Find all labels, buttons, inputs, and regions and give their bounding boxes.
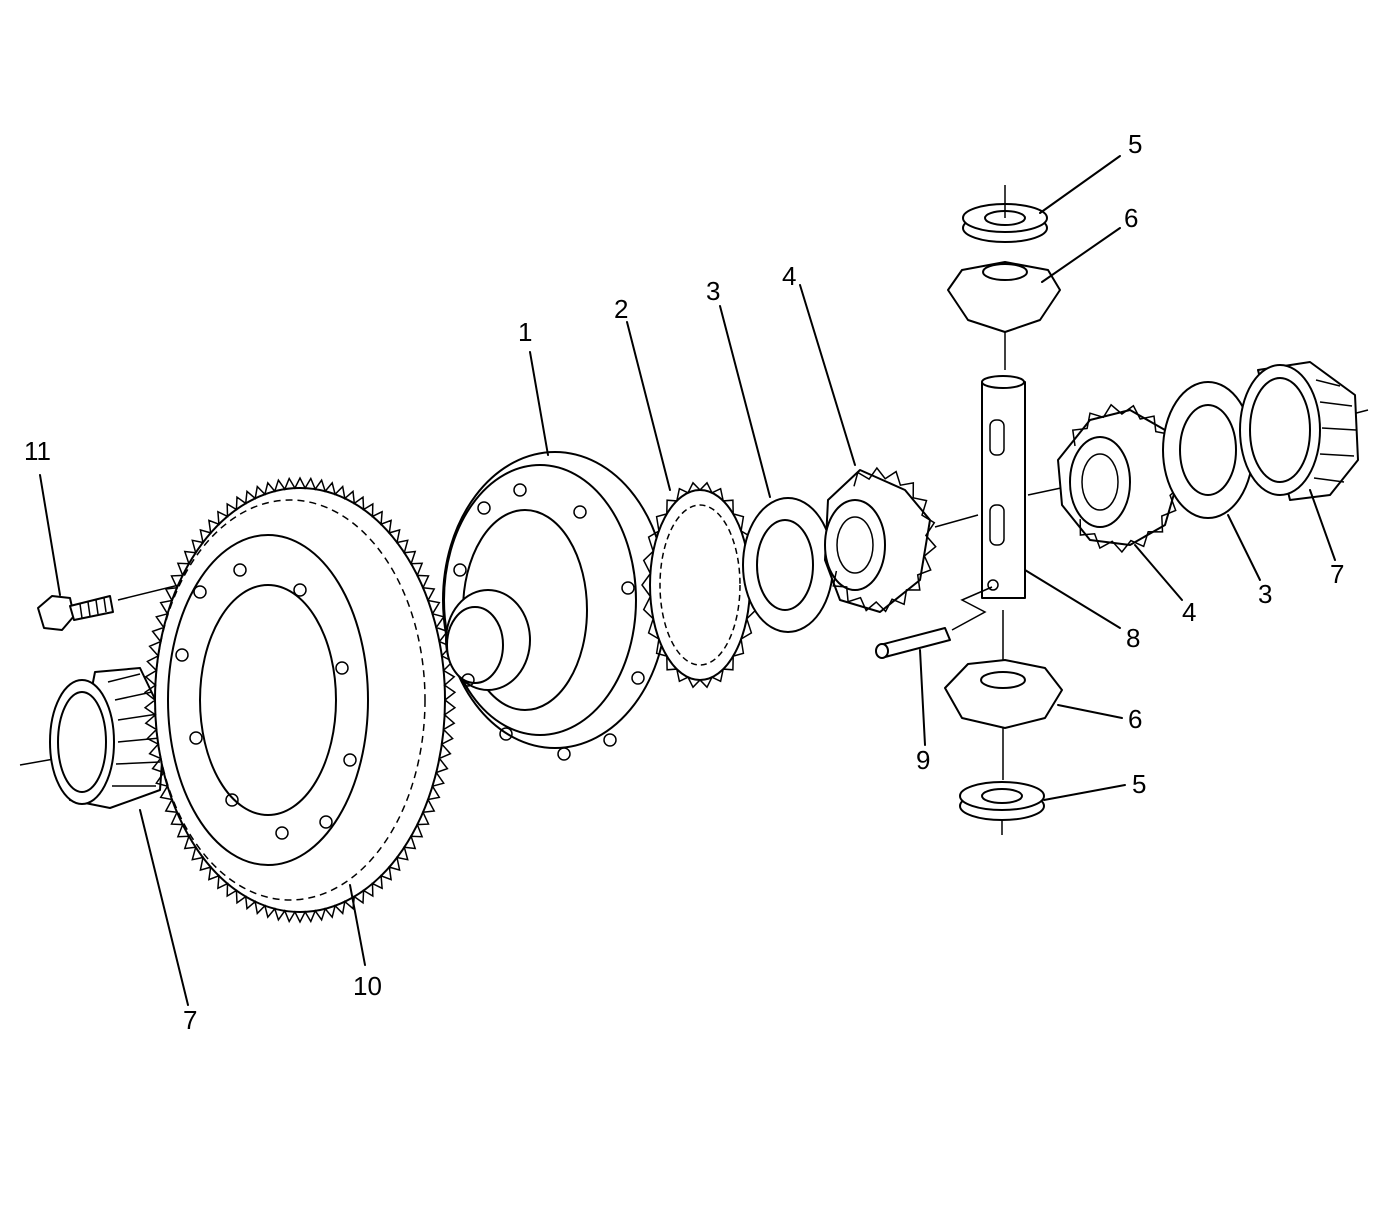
pinion-shaft-pin xyxy=(875,586,993,659)
ring-gear xyxy=(143,476,457,924)
callout-3-right: 3 xyxy=(1258,579,1272,609)
callout-4-left: 4 xyxy=(782,261,796,291)
pinion-shaft xyxy=(981,375,1026,599)
callout-1: 1 xyxy=(518,317,532,347)
callout-5-bottom: 5 xyxy=(1132,769,1146,799)
left-side-gear-teeth xyxy=(832,466,937,613)
callout-10: 10 xyxy=(353,971,382,1001)
callout-6-bottom: 6 xyxy=(1128,704,1142,734)
bottom-pinion-thrust-washer xyxy=(959,781,1045,835)
callout-11: 11 xyxy=(24,436,51,466)
callout-labels: 1 2 3 3 4 4 5 5 6 6 7 7 8 9 10 11 xyxy=(24,129,1344,1035)
top-pinion-thrust-washer xyxy=(962,185,1048,243)
callout-7-right: 7 xyxy=(1330,559,1344,589)
callout-8: 8 xyxy=(1126,623,1140,653)
differential-case xyxy=(442,451,668,761)
callout-4-right: 4 xyxy=(1182,597,1196,627)
callout-3-left: 3 xyxy=(706,276,720,306)
bottom-pinion-gear xyxy=(944,610,1063,780)
callout-9: 9 xyxy=(916,745,930,775)
callout-5-top: 5 xyxy=(1128,129,1142,159)
callout-6-top: 6 xyxy=(1124,203,1138,233)
right-bearing xyxy=(1239,361,1359,501)
left-side-gear xyxy=(824,466,937,613)
ring-gear-teeth xyxy=(143,476,457,924)
callout-2: 2 xyxy=(614,294,628,324)
left-side-gear-thrust-washer xyxy=(742,497,834,633)
ring-gear-bolt xyxy=(37,569,241,631)
callout-7-left: 7 xyxy=(183,1005,197,1035)
right-side-gear-thrust-washer xyxy=(1162,381,1254,519)
left-bearing xyxy=(49,667,166,809)
leader-lines xyxy=(39,155,1336,1006)
top-pinion-gear xyxy=(947,261,1061,370)
right-side-gear xyxy=(1057,403,1183,554)
